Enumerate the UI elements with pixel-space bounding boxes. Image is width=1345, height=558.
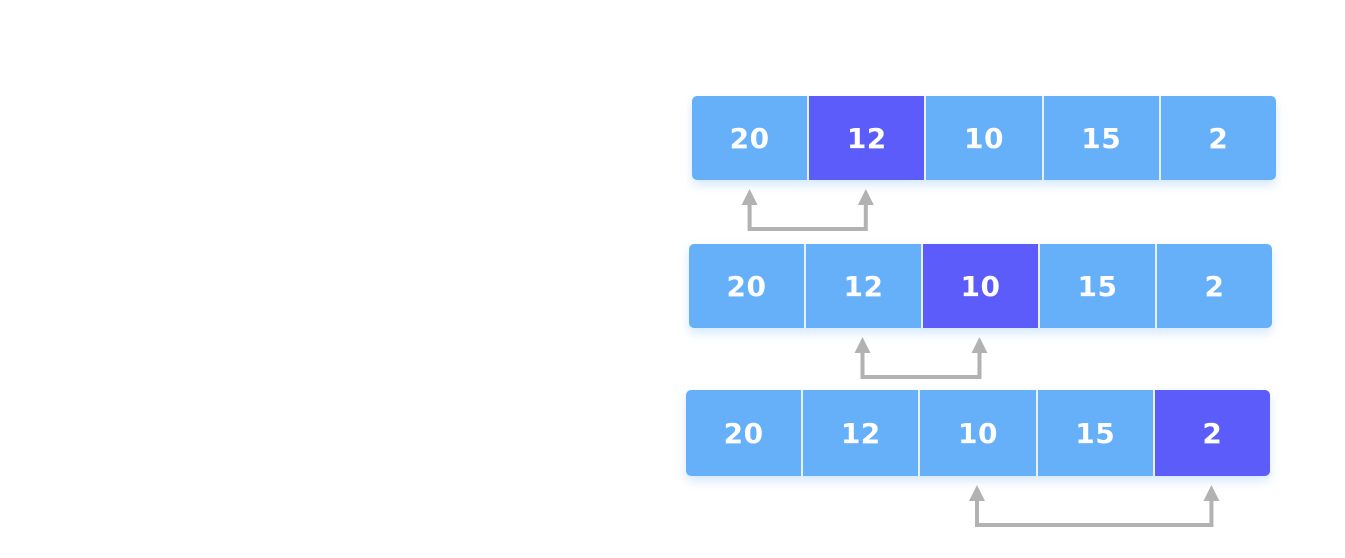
swap-arrow-line: [860, 351, 982, 379]
arrow-head: [741, 189, 758, 205]
array-cell: 15: [1041, 96, 1159, 180]
swap-arrow: [741, 189, 874, 231]
array-row-step-2: 20 12 10 15 2: [689, 244, 1272, 328]
array-cell: 12: [801, 390, 919, 476]
array-cell: 10: [918, 390, 1036, 476]
array-cell: 12: [804, 244, 921, 328]
swap-arrow-line: [975, 499, 1214, 527]
array-cell: 15: [1038, 244, 1155, 328]
array-row-step-1: 20 12 10 15 2: [692, 96, 1276, 180]
array-cell: 15: [1035, 390, 1153, 476]
array-cell: 12: [807, 96, 925, 180]
array-cell: 10: [921, 244, 1038, 328]
array-cell: 2: [1152, 390, 1270, 476]
swap-arrow-line: [747, 203, 868, 231]
swap-arrow: [854, 337, 988, 379]
array-cell: 20: [686, 390, 802, 476]
array-row-step-3: 20 12 10 15 2: [686, 390, 1270, 476]
array-cell: 20: [689, 244, 804, 328]
array-cell: 20: [692, 96, 808, 180]
arrow-head: [857, 189, 874, 205]
array-cell: 10: [924, 96, 1042, 180]
array-cell: 2: [1158, 96, 1276, 180]
arrow-head: [1203, 485, 1220, 501]
arrow-head: [969, 485, 986, 501]
array-cell: 2: [1155, 244, 1272, 328]
arrow-head: [854, 337, 871, 353]
arrow-head: [971, 337, 988, 353]
swap-arrow: [969, 485, 1220, 527]
